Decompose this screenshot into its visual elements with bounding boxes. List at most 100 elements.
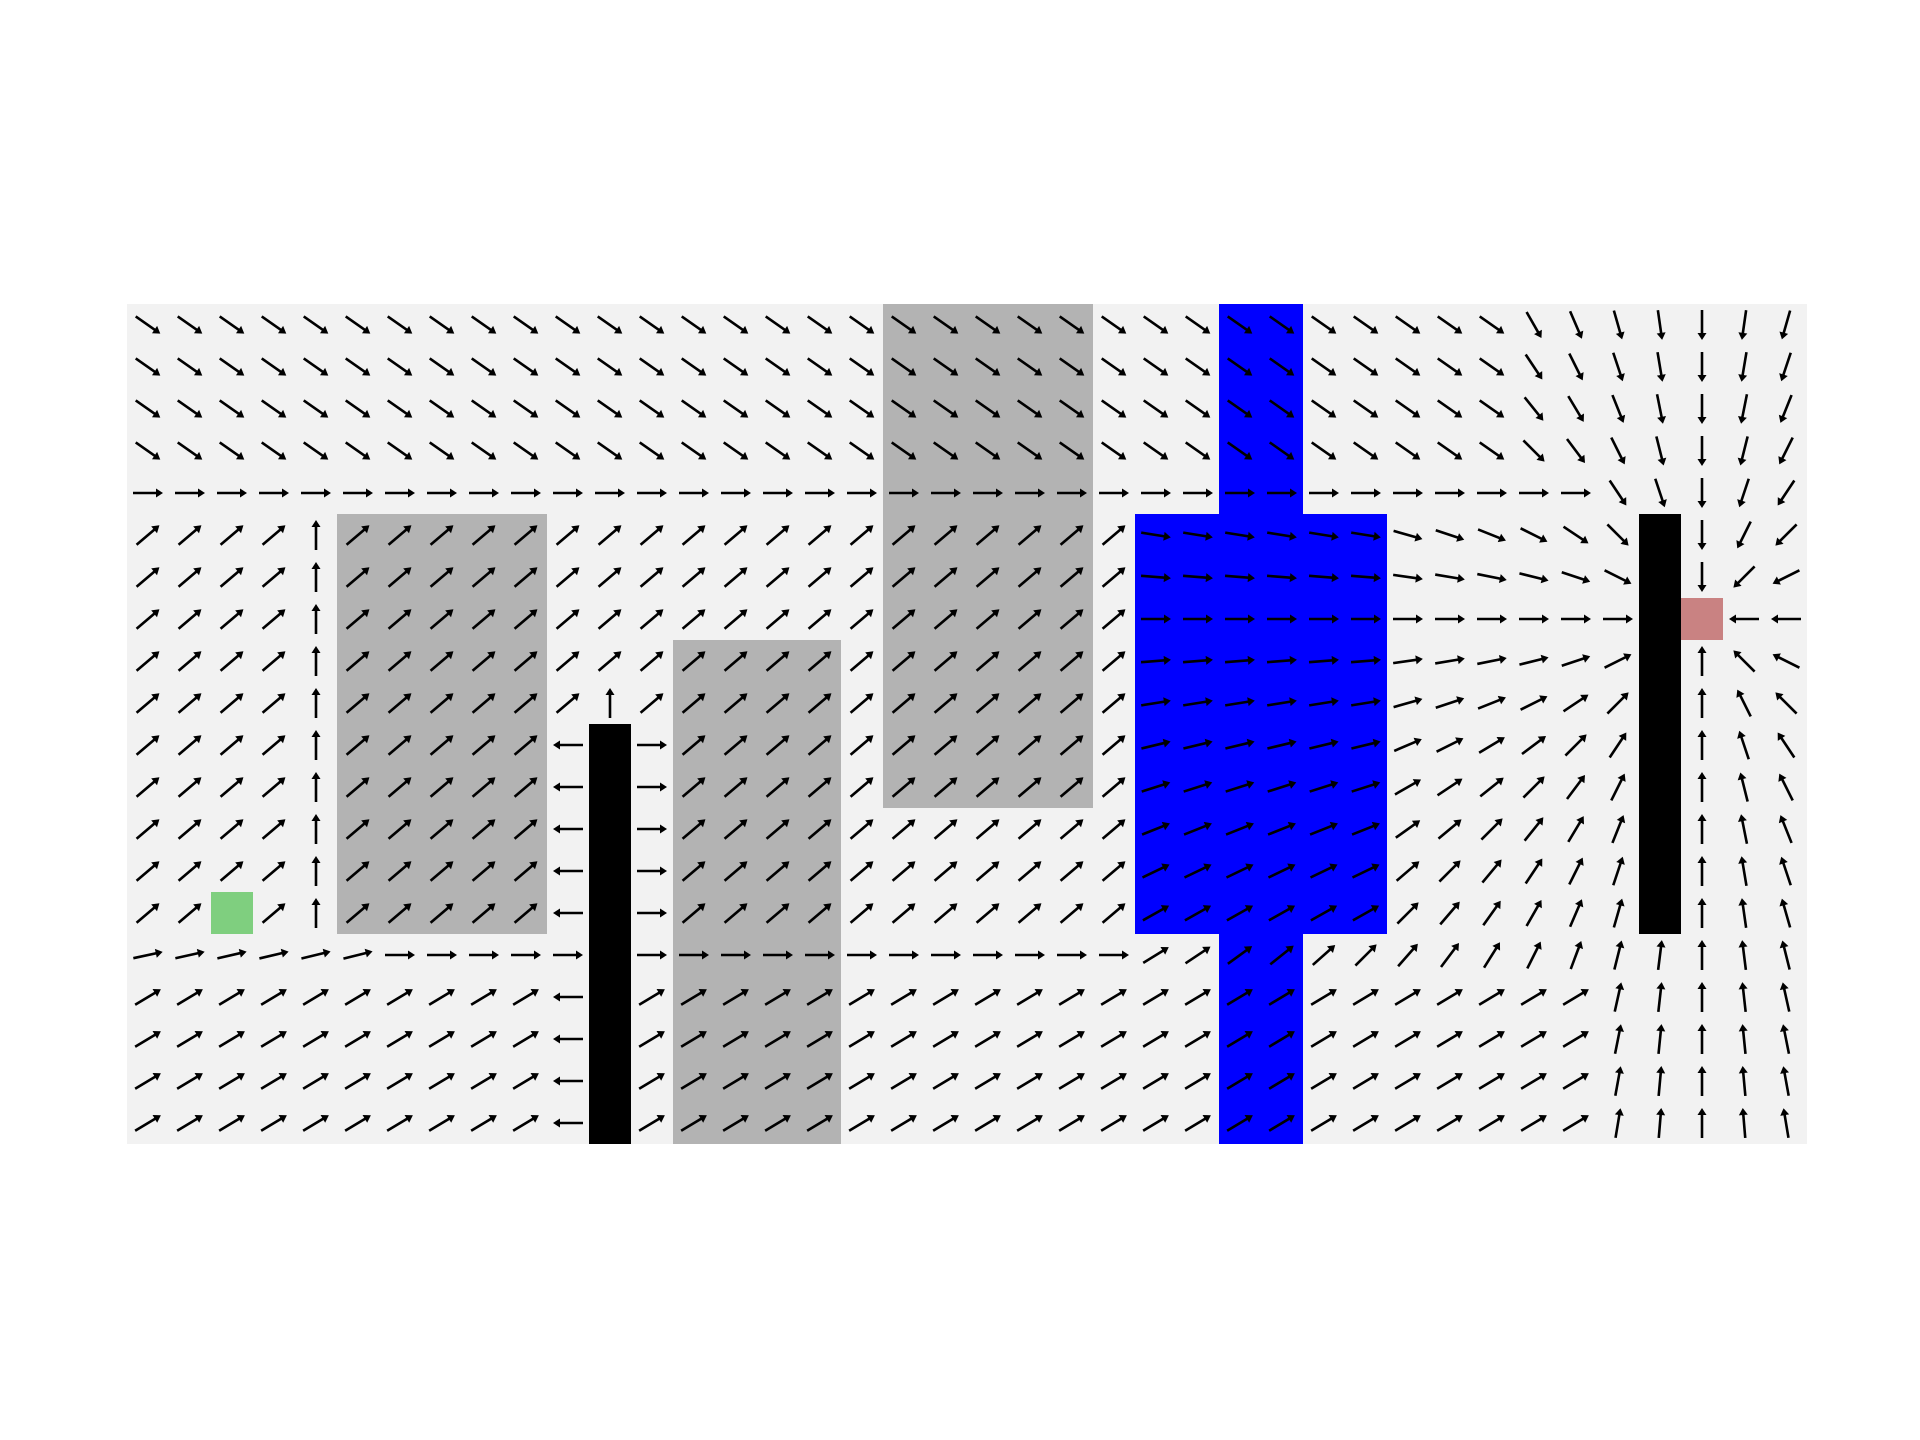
arrow-shaft	[1016, 399, 1041, 417]
arrow-head	[739, 819, 748, 828]
arrow-shaft	[1394, 989, 1419, 1006]
policy-arrow	[1101, 525, 1126, 546]
arrow-shaft	[471, 652, 494, 672]
arrow-head	[1290, 488, 1297, 498]
arrow-shaft	[723, 904, 746, 924]
policy-arrow	[597, 525, 622, 546]
policy-arrow	[1059, 609, 1084, 630]
arrow-shaft	[134, 1115, 159, 1132]
policy-arrow	[261, 903, 286, 924]
policy-arrow	[1141, 780, 1171, 793]
arrow-head	[1289, 697, 1297, 707]
arrow-head	[1163, 573, 1171, 583]
arrow-head	[1738, 856, 1748, 864]
arrow-shaft	[1396, 903, 1418, 925]
policy-arrow	[1393, 529, 1423, 542]
policy-arrow	[471, 693, 496, 714]
arrow-head	[1540, 574, 1549, 584]
arrow-shaft	[1395, 820, 1419, 839]
arrow-shaft	[302, 399, 327, 417]
arrow-head	[1578, 734, 1587, 743]
arrow-head	[1327, 451, 1337, 460]
arrow-head	[1697, 501, 1707, 508]
arrow-head	[1285, 325, 1295, 334]
policy-arrow	[553, 782, 583, 792]
arrow-head	[1331, 655, 1339, 665]
policy-arrow	[723, 525, 748, 546]
policy-arrow	[933, 777, 958, 798]
arrow-shaft	[1564, 735, 1586, 757]
policy-arrow	[1183, 738, 1213, 750]
policy-arrow	[638, 1073, 665, 1090]
arrow-head	[954, 950, 961, 960]
policy-arrow	[807, 903, 832, 924]
arrow-head	[1159, 409, 1169, 418]
policy-arrow	[679, 488, 709, 498]
arrow-shaft	[1183, 782, 1210, 793]
arrow-shaft	[1610, 437, 1625, 463]
arrow-head	[1330, 738, 1339, 748]
policy-arrow	[933, 903, 958, 924]
policy-arrow	[387, 567, 412, 588]
policy-arrow	[1310, 905, 1338, 922]
policy-arrow	[1697, 898, 1707, 928]
arrow-head	[277, 903, 286, 912]
policy-arrow	[429, 861, 454, 882]
policy-arrow	[1017, 861, 1042, 882]
policy-arrow	[1142, 441, 1169, 460]
arrow-head	[613, 525, 622, 534]
arrow-shaft	[596, 357, 621, 375]
arrow-shaft	[1608, 734, 1626, 759]
arrow-head	[193, 861, 202, 870]
policy-arrow	[721, 950, 751, 960]
policy-arrow	[311, 604, 321, 634]
arrow-shaft	[219, 568, 242, 588]
arrow-shaft	[1568, 901, 1582, 928]
policy-arrow	[1059, 777, 1084, 798]
policy-arrow	[1652, 689, 1668, 717]
policy-arrow	[1780, 1024, 1791, 1054]
arrow-shaft	[177, 862, 200, 882]
arrow-shaft	[891, 820, 914, 840]
arrow-shaft	[513, 778, 536, 798]
arrow-head	[1205, 573, 1213, 583]
arrow-head	[1697, 375, 1707, 382]
arrow-head	[1533, 941, 1542, 950]
policy-arrow	[1656, 1066, 1666, 1097]
arrow-shaft	[1656, 900, 1663, 929]
arrow-shaft	[1184, 357, 1209, 375]
arrow-head	[949, 777, 958, 786]
policy-arrow	[1267, 488, 1297, 498]
arrow-head	[445, 409, 455, 418]
arrow-shaft	[1520, 989, 1545, 1006]
policy-arrow	[1771, 614, 1801, 624]
policy-arrow	[1394, 989, 1421, 1006]
arrow-head	[828, 950, 835, 960]
arrow-shaft	[1656, 942, 1663, 971]
arrow-shaft	[513, 694, 536, 714]
policy-arrow	[596, 1031, 623, 1048]
arrow-head	[1697, 730, 1707, 737]
arrow-shaft	[135, 526, 158, 546]
arrow-head	[487, 777, 496, 786]
arrow-shaft	[1268, 1073, 1293, 1090]
arrow-head	[319, 325, 329, 334]
policy-arrow	[1016, 1115, 1043, 1132]
arrow-shaft	[217, 951, 244, 960]
arrow-head	[446, 1115, 455, 1123]
arrow-head	[361, 451, 371, 460]
policy-arrow	[1101, 735, 1126, 756]
arrow-shaft	[1610, 775, 1625, 801]
arrow-shaft	[1520, 527, 1546, 542]
arrow-shaft	[344, 357, 369, 375]
policy-arrow	[1352, 1031, 1379, 1048]
arrow-head	[949, 525, 958, 534]
policy-arrow	[1226, 1073, 1253, 1090]
policy-arrow	[597, 903, 622, 924]
policy-arrow	[1524, 353, 1543, 380]
policy-arrow	[1436, 441, 1463, 460]
arrow-head	[1657, 457, 1667, 466]
arrow-head	[1626, 614, 1633, 624]
policy-arrow	[848, 399, 875, 418]
arrow-shaft	[1311, 946, 1334, 966]
